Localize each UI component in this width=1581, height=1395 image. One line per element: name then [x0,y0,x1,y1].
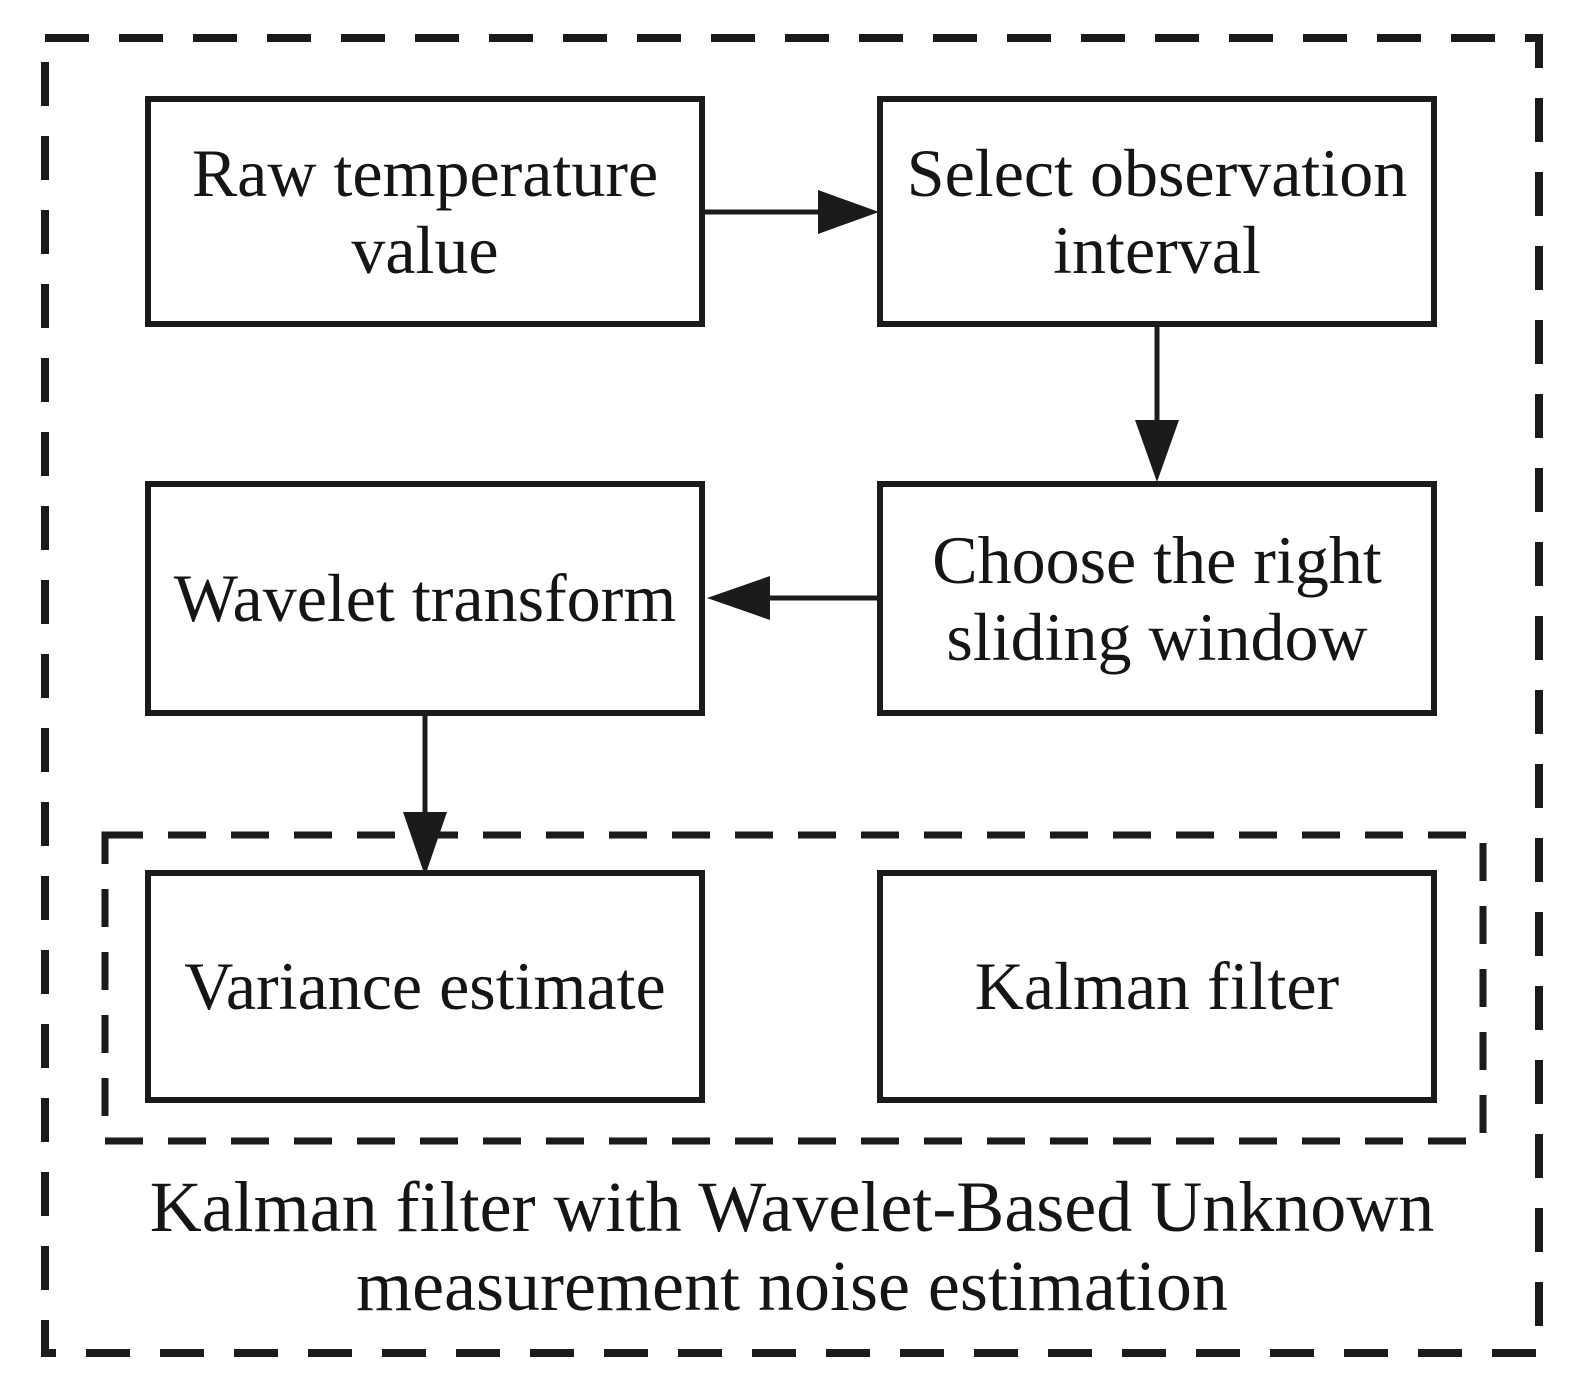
flow-node-choose-sliding-window: Choose the right sliding window [877,481,1437,716]
flow-node-label: Raw temperature value [191,135,659,288]
flow-node-variance-estimate: Variance estimate [145,870,705,1103]
arrow-select-to-choose [1135,327,1179,482]
flow-node-select-observation-interval: Select observation interval [877,96,1437,327]
arrowhead-right-icon [818,190,879,234]
flow-node-kalman-filter: Kalman filter [877,870,1437,1103]
diagram-caption: Kalman filter with Wavelet-Based Unknown… [149,1167,1435,1327]
inner-dashed-border [101,831,1487,1145]
arrow-wavelet-to-variance [403,716,447,876]
arrow-raw-to-select [705,190,879,234]
arrowhead-down-icon [1135,420,1179,482]
arrow-choose-to-wavelet [707,576,877,620]
flow-node-raw-temperature-value: Raw temperature value [145,96,705,327]
flow-node-label: Select observation interval [906,135,1408,288]
flow-node-label: Variance estimate [184,948,666,1025]
outer-dashed-border [41,34,1543,1357]
flow-node-label: Kalman filter [974,948,1340,1025]
flow-node-label: Wavelet transform [173,560,677,637]
flow-node-label: Choose the right sliding window [932,522,1382,675]
arrowhead-down-icon [403,812,447,876]
flow-node-wavelet-transform: Wavelet transform [145,481,705,716]
arrowhead-left-icon [707,576,770,620]
